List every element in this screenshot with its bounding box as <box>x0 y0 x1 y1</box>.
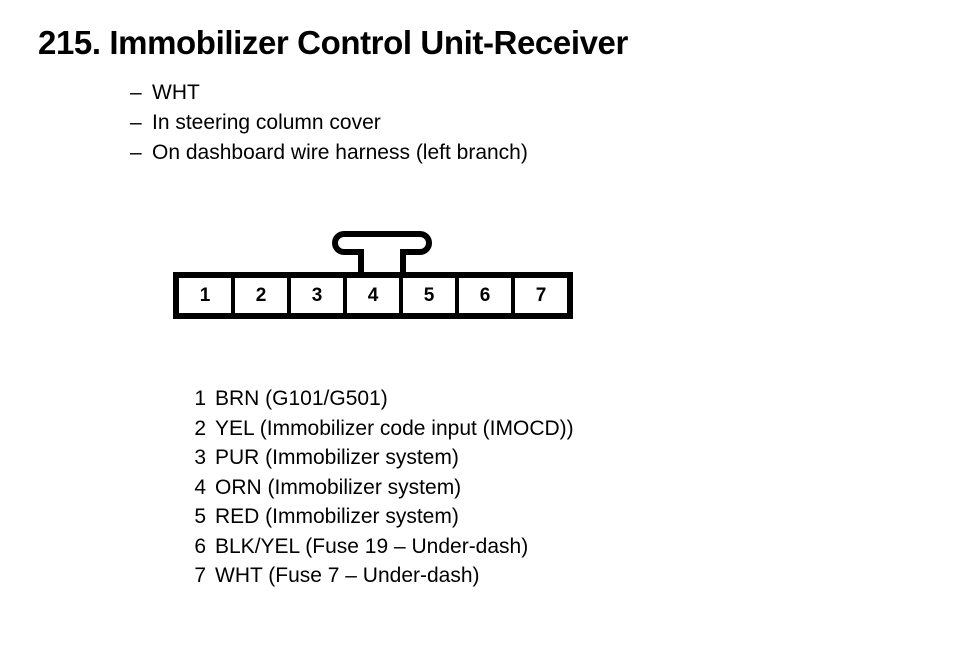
dash-marker: – <box>130 111 142 134</box>
dash-marker: – <box>130 81 142 104</box>
legend-pin-description: YEL (Immobilizer code input (IMOCD)) <box>215 416 574 440</box>
legend-pin-number: 5 <box>194 505 206 528</box>
legend-row: 6 BLK/YEL (Fuse 19 – Under-dash) <box>183 532 574 562</box>
pin-cell: 4 <box>347 278 399 313</box>
legend-pin-description: BRN (G101/G501) <box>215 387 388 410</box>
note-item: – In steering column cover <box>130 108 528 138</box>
legend-pin-description: RED (Immobilizer system) <box>215 505 459 528</box>
pin-cell: 3 <box>291 278 343 313</box>
pin-cell: 7 <box>515 278 567 313</box>
legend-pin-description: PUR (Immobilizer system) <box>215 446 459 469</box>
legend-pin-number: 3 <box>194 446 206 469</box>
legend-row: 7 WHT (Fuse 7 – Under-dash) <box>183 561 574 591</box>
notes-list: – WHT – In steering column cover – On da… <box>130 78 528 168</box>
legend-pin-number: 7 <box>194 564 206 587</box>
connector-latch-stem-icon <box>358 249 406 275</box>
note-text: On dashboard wire harness (left branch) <box>152 141 528 164</box>
pin-cell: 6 <box>459 278 511 313</box>
note-item: – WHT <box>130 78 528 108</box>
note-item: – On dashboard wire harness (left branch… <box>130 138 528 168</box>
connector-pin-row: 1 2 3 4 5 6 7 <box>173 272 573 319</box>
pin-legend-list: 1 BRN (G101/G501) 2 YEL (Immobilizer cod… <box>183 384 574 591</box>
legend-row: 5 RED (Immobilizer system) <box>183 502 574 532</box>
legend-row: 3 PUR (Immobilizer system) <box>183 443 574 473</box>
pin-cell: 2 <box>235 278 287 313</box>
legend-row: 4 ORN (Immobilizer system) <box>183 473 574 503</box>
legend-pin-description: ORN (Immobilizer system) <box>215 475 462 499</box>
pin-cell: 5 <box>403 278 455 313</box>
dash-marker: – <box>130 141 142 164</box>
legend-pin-number: 1 <box>194 387 206 410</box>
legend-row: 2 YEL (Immobilizer code input (IMOCD)) <box>183 414 574 444</box>
legend-pin-description: BLK/YEL (Fuse 19 – Under-dash) <box>215 534 529 558</box>
legend-pin-number: 4 <box>194 475 206 499</box>
note-text: WHT <box>152 81 200 104</box>
pin-cell: 1 <box>179 278 231 313</box>
connector-diagram: 1 2 3 4 5 6 7 <box>173 231 593 323</box>
legend-row: 1 BRN (G101/G501) <box>183 384 574 414</box>
note-text: In steering column cover <box>152 111 381 134</box>
page-title: 215. Immobilizer Control Unit-Receiver <box>38 24 628 61</box>
legend-pin-number: 2 <box>194 416 206 440</box>
legend-pin-description: WHT (Fuse 7 – Under-dash) <box>215 564 480 587</box>
legend-pin-number: 6 <box>194 534 206 558</box>
